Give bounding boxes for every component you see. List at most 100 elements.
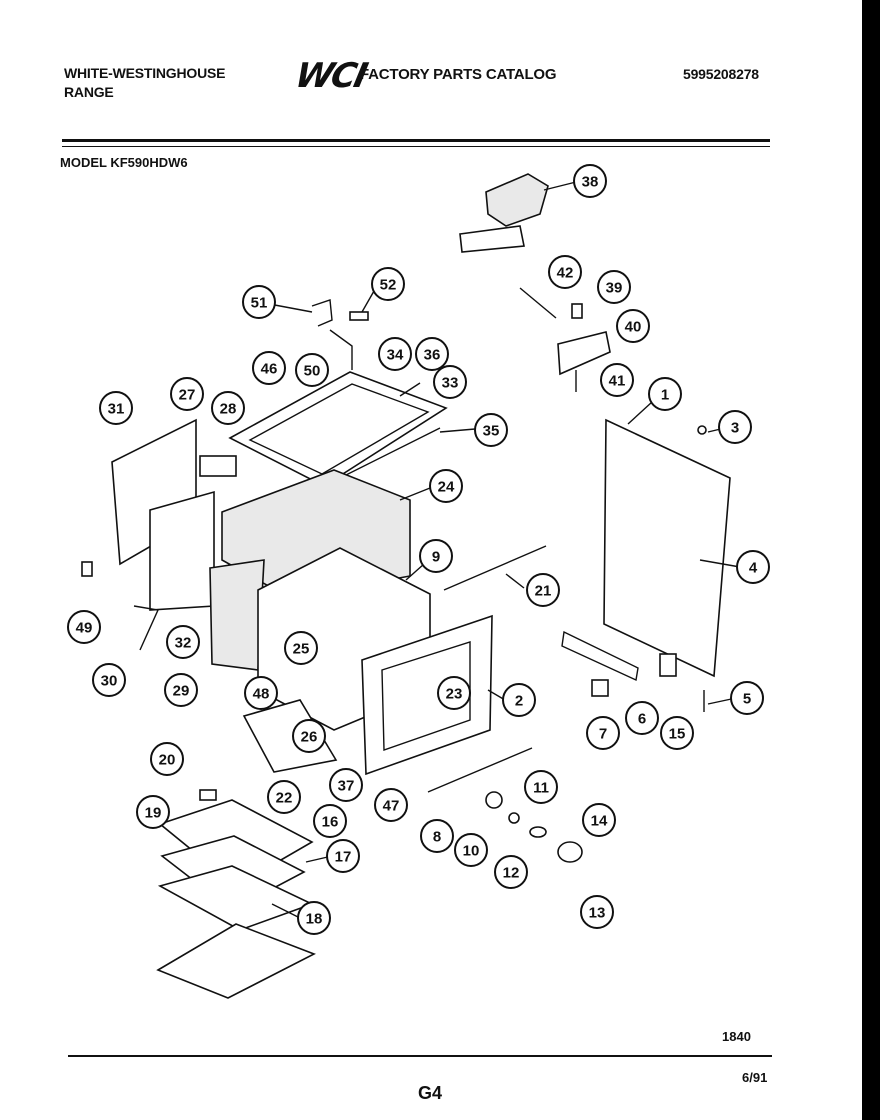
callout-52: 52 <box>371 267 405 301</box>
callout-3: 3 <box>718 410 752 444</box>
catalog-date: 6/91 <box>742 1070 768 1085</box>
callout-label: 9 <box>432 549 440 566</box>
callout-circle <box>580 895 614 929</box>
callout-6: 6 <box>625 701 659 735</box>
callout-circle <box>437 676 471 710</box>
callout-circle <box>371 267 405 301</box>
callout-label: 40 <box>625 319 642 336</box>
callout-circle <box>718 410 752 444</box>
part-40-shape <box>557 331 611 376</box>
callout-circle <box>166 625 200 659</box>
callout-label: 12 <box>503 865 520 882</box>
callout-24: 24 <box>429 469 463 503</box>
callout-label: 35 <box>483 423 500 440</box>
part-38-base <box>459 225 525 253</box>
part-14-shape <box>557 841 583 863</box>
callout-label: 48 <box>253 686 270 703</box>
callout-circle <box>597 270 631 304</box>
brand-header: WHITE-WESTINGHOUSE RANGE <box>64 64 225 102</box>
callout-circle <box>433 365 467 399</box>
part-50-shape <box>329 329 353 370</box>
callout-22: 22 <box>267 780 301 814</box>
callout-label: 19 <box>145 805 162 822</box>
callout-label: 39 <box>606 280 623 297</box>
callout-circle <box>67 610 101 644</box>
catalog-part-number: 5995208278 <box>683 66 759 82</box>
callout-9: 9 <box>419 539 453 573</box>
callout-19: 19 <box>136 795 170 829</box>
callout-7: 7 <box>586 716 620 750</box>
callout-14: 14 <box>582 803 616 837</box>
callout-label: 34 <box>387 347 404 364</box>
callout-label: 46 <box>261 361 278 378</box>
part-30-shape <box>133 605 160 651</box>
callout-circle <box>474 413 508 447</box>
footer-rule <box>68 1055 772 1057</box>
callout-13: 13 <box>580 895 614 929</box>
callout-36: 36 <box>415 337 449 371</box>
callout-circle <box>548 255 582 289</box>
callout-label: 10 <box>463 843 480 860</box>
part-1-side-panel <box>603 418 731 678</box>
part-21-shape <box>443 545 547 591</box>
callout-label: 6 <box>638 711 646 728</box>
callout-32: 32 <box>166 625 200 659</box>
callout-12: 12 <box>494 855 528 889</box>
part-7-shape <box>591 679 609 697</box>
callout-label: 47 <box>383 798 400 815</box>
callout-circle <box>660 716 694 750</box>
brand-line-2: RANGE <box>64 84 114 100</box>
callout-circle <box>378 337 412 371</box>
part-46-top-frame <box>228 371 448 487</box>
callout-circle <box>374 788 408 822</box>
callout-27: 27 <box>170 377 204 411</box>
callout-2: 2 <box>502 683 536 717</box>
part-52-shape <box>349 311 369 321</box>
callout-label: 23 <box>446 686 463 703</box>
callout-circle <box>244 676 278 710</box>
callout-49: 49 <box>67 610 101 644</box>
callout-label: 5 <box>743 691 751 708</box>
callout-46: 46 <box>252 351 286 385</box>
callout-circle <box>295 353 329 387</box>
callout-circle <box>297 901 331 935</box>
callout-circle <box>494 855 528 889</box>
callout-34: 34 <box>378 337 412 371</box>
callout-35: 35 <box>474 413 508 447</box>
callout-label: 18 <box>306 911 323 928</box>
callout-circle <box>524 770 558 804</box>
callout-31: 31 <box>99 391 133 425</box>
callout-25: 25 <box>284 631 318 665</box>
callout-label: 7 <box>599 726 607 743</box>
callout-23: 23 <box>437 676 471 710</box>
callout-30: 30 <box>92 663 126 697</box>
callout-circle <box>429 469 463 503</box>
callout-circle <box>600 363 634 397</box>
callout-label: 51 <box>251 295 268 312</box>
callout-circle <box>242 285 276 319</box>
callout-label: 16 <box>322 814 339 831</box>
callout-label: 52 <box>380 277 397 294</box>
callout-circle <box>170 377 204 411</box>
callout-16: 16 <box>313 804 347 838</box>
callout-circle <box>164 673 198 707</box>
callout-18: 18 <box>297 901 331 935</box>
callout-circle <box>419 539 453 573</box>
callout-39: 39 <box>597 270 631 304</box>
callout-26: 26 <box>292 719 326 753</box>
callout-label: 3 <box>731 420 739 437</box>
callout-38: 38 <box>573 164 607 198</box>
catalog-title: FACTORY PARTS CATALOG <box>360 66 557 83</box>
callout-label: 24 <box>438 479 455 496</box>
callout-circle <box>730 681 764 715</box>
callout-circle <box>420 819 454 853</box>
part-2-window <box>381 641 471 751</box>
callout-circle <box>454 833 488 867</box>
callout-label: 42 <box>557 265 574 282</box>
callout-circle <box>586 716 620 750</box>
callout-label: 14 <box>591 813 608 830</box>
callout-11: 11 <box>524 770 558 804</box>
callout-label: 29 <box>173 683 190 700</box>
